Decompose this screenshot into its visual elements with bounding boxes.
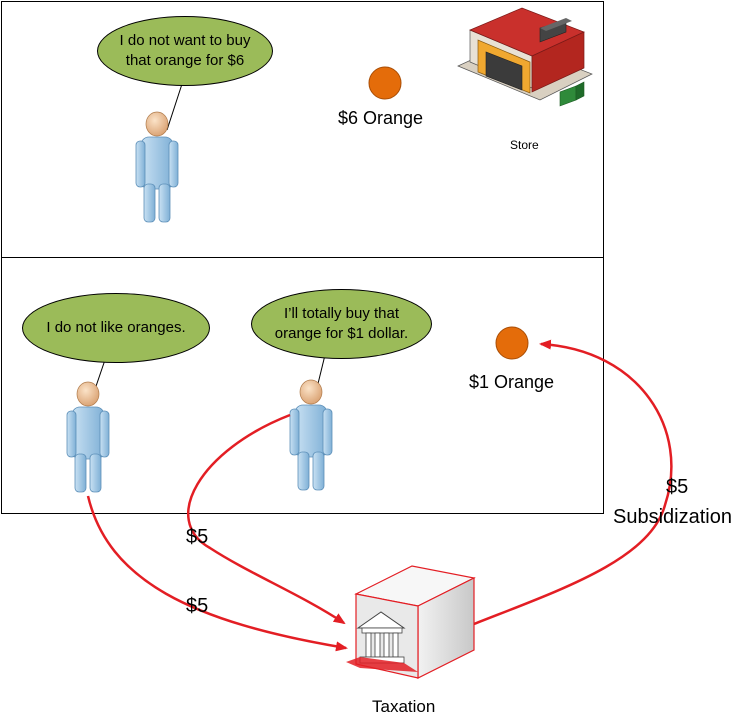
subsidy-flow-arrow [473, 339, 673, 626]
person-figure [289, 379, 333, 491]
tax-amount-label: $5 [186, 526, 209, 548]
subsidy-amount-label: $5 [666, 476, 689, 498]
person-figure [66, 381, 110, 493]
orange-icon [368, 66, 402, 100]
person-figure [135, 111, 179, 223]
store-label: Store [510, 138, 539, 152]
tax-amount-label: $5 [186, 595, 209, 617]
speech-bubble-dislike: I do not like oranges. [22, 293, 210, 363]
orange-icon [495, 326, 529, 360]
tax-flow-arrow [86, 495, 348, 652]
taxation-label: Taxation [372, 697, 436, 716]
tax-flow-arrow [187, 413, 346, 625]
orange-price-label: $1 Orange [469, 372, 555, 392]
orange-price-label: $6 Orange [338, 108, 424, 128]
speech-tail [166, 83, 183, 131]
speech-bubble-no-buy: I do not want to buy that orange for $6 [97, 16, 273, 86]
speech-bubble-will-buy: I’ll totally buy that orange for $1 doll… [251, 289, 432, 359]
subsidy-label: Subsidization [613, 506, 732, 528]
store-icon [457, 7, 593, 107]
bank-icon [346, 565, 476, 679]
